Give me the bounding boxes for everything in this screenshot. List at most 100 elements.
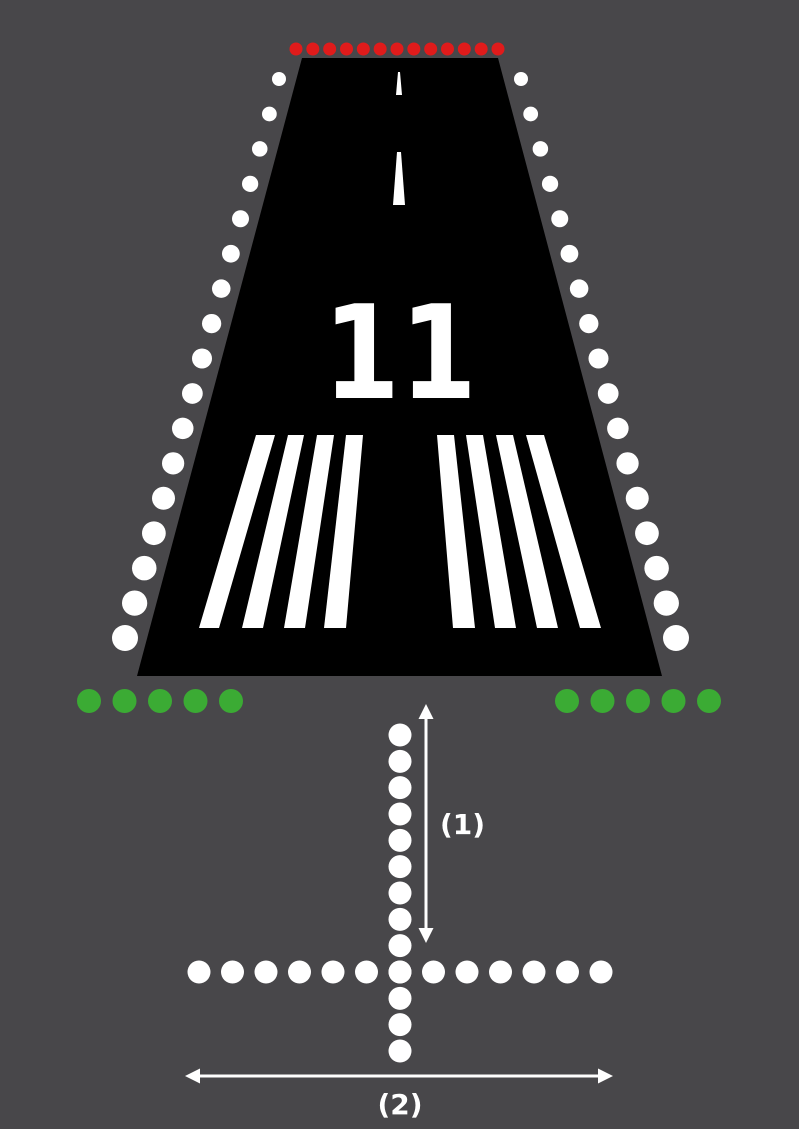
runway-end-light (340, 42, 353, 56)
runway-edge-light (625, 486, 649, 510)
threshold-light (148, 689, 172, 713)
runway-end-light (474, 42, 488, 56)
runway-edge-light (242, 175, 259, 192)
crossbar-light (254, 960, 278, 984)
runway-edge-light (523, 106, 539, 122)
threshold-bar (496, 435, 558, 628)
runway-edge-light (112, 625, 138, 651)
approach-centerline-light (388, 776, 412, 800)
threshold-light (77, 689, 101, 713)
crossbar-light (589, 960, 613, 984)
threshold-bar (466, 435, 516, 628)
threshold-lights-left (77, 689, 243, 713)
approach-centerline-light (388, 723, 412, 747)
centerline-dash (396, 72, 402, 95)
runway-end-light (373, 42, 387, 56)
threshold-light (626, 689, 650, 713)
runway-end-lights (289, 42, 505, 56)
runway-edge-light (588, 348, 609, 369)
runway-end-light (356, 42, 370, 56)
runway-edge-light (560, 244, 579, 263)
threshold-bar (526, 435, 601, 628)
runway-number: 11 (323, 278, 477, 429)
approach-centerline-light (388, 986, 412, 1010)
threshold-bar (437, 435, 475, 628)
runway-edge-light (232, 210, 249, 228)
approach-centerline-light (388, 881, 412, 905)
threshold-light (183, 689, 208, 713)
runway-end-light (390, 42, 404, 56)
threshold-light (590, 689, 615, 713)
approach-centerline-light (388, 828, 412, 852)
runway-edge-light (132, 555, 157, 581)
approach-centerline-light (388, 749, 412, 773)
runway-edge-light (222, 244, 240, 263)
runway-edge-light (663, 625, 689, 651)
runway-edge-light (607, 417, 629, 440)
runway-edge-light (635, 521, 659, 546)
runway-end-light (491, 42, 505, 56)
runway-edge-light (653, 590, 679, 616)
approach-centerline-light (388, 1039, 412, 1063)
threshold-light (697, 689, 721, 713)
threshold-bar (324, 435, 363, 628)
threshold-light (661, 689, 686, 713)
runway-end-light (457, 42, 471, 56)
dimension-label-vertical: (1) (440, 808, 485, 841)
runway-edge-light (182, 383, 203, 404)
runway-edge-light (252, 141, 268, 157)
approach-centerline-light (388, 802, 412, 826)
runway-edge-light (212, 279, 231, 298)
runway-edge-light (569, 279, 589, 298)
runway-edge-light (514, 72, 528, 86)
runway-end-light (289, 42, 303, 56)
approach-crossbar-lights (187, 960, 613, 984)
runway-edge-lights-right (514, 72, 689, 651)
dimension-label-horizontal: (2) (377, 1088, 422, 1121)
crossbar-light (522, 960, 546, 984)
runway-edge-light (616, 452, 639, 475)
crossbar-light (455, 960, 479, 984)
runway-edge-light (202, 313, 222, 334)
runway-designator: 11 (323, 278, 477, 429)
crossbar-light (388, 960, 412, 984)
runway-edge-light (597, 383, 619, 404)
runway-edge-light (551, 210, 569, 228)
runway-end-light (407, 42, 421, 56)
runway-edge-light (579, 313, 599, 334)
runway-edge-light (162, 452, 185, 475)
threshold-bar (284, 435, 334, 628)
threshold-bar (199, 435, 275, 628)
runway-edge-light (272, 72, 286, 86)
approach-centerline-light (388, 855, 412, 879)
runway-edge-light (192, 348, 212, 369)
approach-centerline-lights (388, 723, 412, 1063)
approach-centerline-light (388, 934, 412, 958)
runway-centerline (393, 72, 405, 205)
crossbar-light (221, 960, 244, 984)
threshold-lights-right (555, 689, 721, 713)
runway-end-light (441, 42, 454, 56)
runway-edge-light (172, 417, 194, 440)
crossbar-light (422, 960, 445, 984)
runway-edge-light (142, 521, 166, 546)
runway-edge-light (644, 555, 669, 581)
threshold-light (219, 689, 243, 713)
runway-edge-light (541, 175, 559, 192)
approach-centerline-light (388, 1013, 412, 1037)
runway-edge-light (532, 141, 549, 157)
threshold-markings (199, 435, 601, 628)
runway-end-light (323, 42, 337, 56)
threshold-light (555, 689, 579, 713)
crossbar-light (556, 960, 579, 984)
threshold-light (112, 689, 137, 713)
crossbar-light (489, 960, 512, 984)
runway-edge-lights-left (112, 72, 286, 651)
crossbar-light (321, 960, 345, 984)
threshold-bar (242, 435, 304, 628)
approach-centerline-light (388, 907, 412, 931)
runway-edge-light (152, 486, 175, 510)
centerline-dash (393, 152, 405, 205)
